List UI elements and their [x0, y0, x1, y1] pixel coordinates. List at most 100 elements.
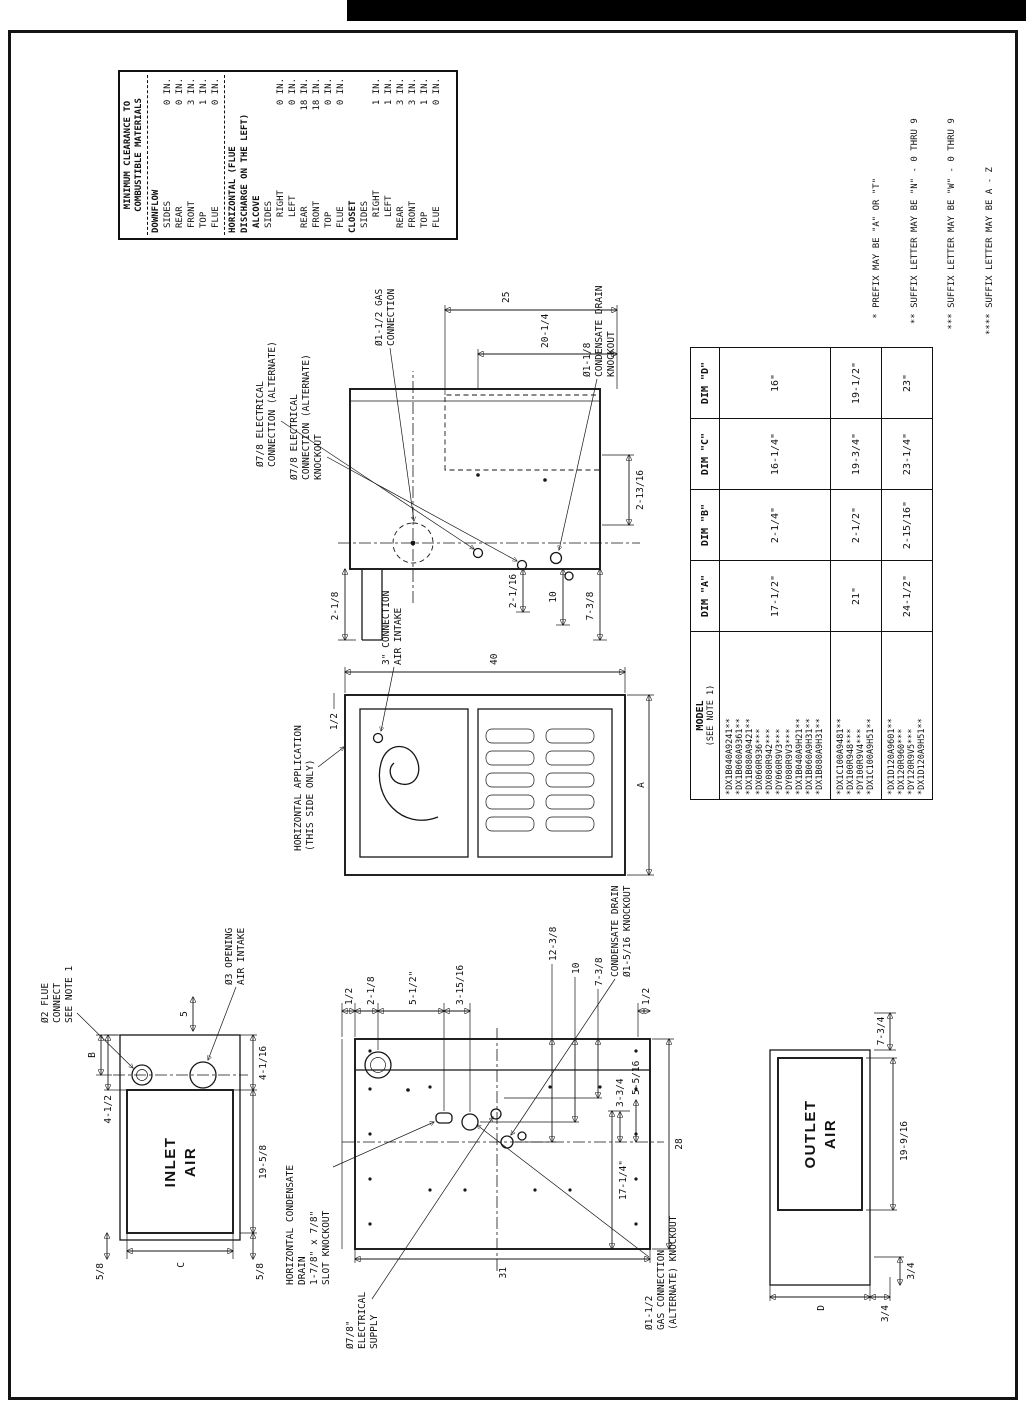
- inlet-air-label: AIR: [182, 1147, 199, 1177]
- dim-7-3-8-label: 7-3/8: [594, 957, 605, 986]
- dim-17-1-4-label: 17-1/4": [618, 1160, 629, 1200]
- dim-5-5-16: 5-5/16: [631, 1060, 642, 1142]
- screw-dot: [543, 478, 547, 482]
- dim-a-label: A: [636, 782, 647, 788]
- dim-5-1-2: 5-1/2": [378, 971, 444, 1111]
- callout-line: CONDENSATE DRAIN: [610, 885, 621, 977]
- dim-d-label: D: [816, 1305, 827, 1311]
- dim-19-9-16-label: 19-9/16: [899, 1121, 910, 1161]
- dim-17-1-4: 17-1/4": [608, 1111, 630, 1249]
- dim-c-label: C: [176, 1262, 187, 1268]
- dim-half: 1/2: [329, 693, 340, 730]
- dim-5-5-16-label: 5-5/16: [631, 1060, 642, 1095]
- callout-line: DRAIN: [297, 1256, 308, 1285]
- callout-line: Ø7/8": [345, 1320, 356, 1349]
- dim-3-15-16-label: 3-15/16: [455, 965, 466, 1005]
- callout-line: CONDENSATE DRAIN: [594, 285, 605, 377]
- dim-b-label: B: [87, 1052, 98, 1058]
- dim-19-5-8-label: 19-5/8: [258, 1145, 269, 1180]
- callout-line: KNOCKOUT: [606, 331, 617, 377]
- dim-a: A: [627, 695, 654, 875]
- inlet-air-label: INLET: [162, 1137, 179, 1188]
- dim-3-4-left: 3/4: [870, 1277, 891, 1322]
- dim-28-label: 28: [674, 1138, 685, 1150]
- dim-5: 5: [179, 997, 193, 1031]
- top-view-drawing: 25 20-1/4 2-1/8 2-1/16 10: [255, 285, 646, 641]
- dim-half-label: 1/2: [329, 713, 340, 730]
- centerlines: [338, 371, 640, 603]
- header-bar: [347, 0, 1026, 21]
- dim-7-3-8: 7-3/8: [504, 957, 605, 1098]
- dim-half-label: 1/2: [344, 988, 355, 1005]
- dim-10-label: 10: [548, 591, 559, 603]
- callout-line: GAS CONNECTION: [656, 1250, 667, 1330]
- dim-4-1-16: 4-1/16: [240, 1035, 269, 1090]
- drawing-border: [8, 30, 1018, 1400]
- dim-25: 25: [445, 292, 617, 395]
- dim-20-1-4-label: 20-1/4: [540, 313, 551, 348]
- dim-2-1-16-label: 2-1/16: [508, 574, 519, 609]
- dim-40-label: 40: [489, 653, 500, 665]
- callout-line: Ø1-5/16 KNOCKOUT: [622, 885, 633, 977]
- condensate-knockout-1: [549, 551, 563, 565]
- callout-air-intake-connection: 3" CONNECTION AIR INTAKE: [381, 590, 404, 731]
- side-view-drawing: 1/2 2-1/8 5-1/2" 3-15/16 12-3/8: [285, 885, 685, 1349]
- callout-line: SEE NOTE 1: [64, 966, 75, 1023]
- dim-5-8-label: 5/8: [95, 1263, 106, 1280]
- gas-connection-knockout: [392, 522, 434, 564]
- dim-28: 28: [652, 1039, 685, 1249]
- air-intake-hole: [372, 732, 384, 744]
- inlet-outline: [119, 1034, 241, 1241]
- callout-line: Ø2 FLUE: [40, 983, 51, 1023]
- dim-half-bottom: 1/2: [638, 988, 652, 1037]
- callout-line: Ø1-1/8: [582, 342, 593, 377]
- dim-2-1-8-label: 2-1/8: [366, 976, 377, 1005]
- dim-5-8-top: 5/8: [95, 1233, 107, 1280]
- dim-2-1-16: 2-1/16: [508, 569, 530, 612]
- dim-4-1-2-label: 4-1/2: [103, 1095, 114, 1124]
- condensate-slot-knockout: [435, 1112, 453, 1124]
- dim-2-1-8: 2-1/8: [330, 569, 356, 640]
- callout-flue-connect: Ø2 FLUE CONNECT SEE NOTE 1: [40, 966, 133, 1068]
- dim-7-3-4: 7-3/4: [874, 1013, 896, 1050]
- callout-line: 3" CONNECTION: [381, 590, 392, 665]
- dim-10: 10: [480, 962, 582, 1122]
- dim-c: C: [127, 1233, 233, 1268]
- air-intake-opening: [189, 1061, 217, 1089]
- flue-stub: [364, 1051, 392, 1079]
- callout-gas-knockout: Ø1-1/2 GAS CONNECTION (ALTERNATE) KNOCKO…: [477, 1125, 679, 1330]
- dim-7-3-4-label: 7-3/4: [876, 1016, 887, 1045]
- dim-12-3-8-label: 12-3/8: [548, 926, 559, 961]
- electrical-knockout-1: [472, 547, 484, 559]
- callout-air-intake: Ø3 OPENING AIR INTAKE: [208, 928, 247, 1060]
- dim-10-label: 10: [571, 962, 582, 974]
- dim-5-8-label: 5/8: [255, 1263, 266, 1280]
- outlet-air-label: OUTLET: [802, 1100, 819, 1169]
- door-emblem: [378, 745, 439, 821]
- callout-line: Ø3 OPENING: [224, 928, 235, 985]
- callout-line: Ø7/8 ELECTRICAL: [255, 381, 266, 467]
- callout-line: KNOCKOUT: [313, 434, 324, 480]
- dim-4-1-2: 4-1/2: [103, 1035, 120, 1124]
- dim-half-label: 1/2: [641, 988, 652, 1005]
- condensate-knockout-2: [517, 1131, 527, 1141]
- callout-gas-connection: Ø1-1/2 GAS CONNECTION: [374, 289, 414, 521]
- callout-line: Ø7/8 ELECTRICAL: [289, 394, 300, 480]
- inlet-view-drawing: INLET AIR Ø2 FLUE CONNECT SEE NOTE 1 B Ø…: [40, 928, 269, 1281]
- dim-2-13-16: 2-13/16: [602, 455, 646, 525]
- callout-line: HORIZONTAL APPLICATION: [293, 725, 304, 851]
- screw-dot: [476, 473, 480, 477]
- callout-line: Ø1-1/2: [644, 1296, 655, 1330]
- dim-5-1-2-label: 5-1/2": [408, 971, 419, 1005]
- callout-line: CONNECT: [52, 983, 63, 1023]
- dim-3-4-label: 3/4: [906, 1262, 917, 1279]
- dim-4-1-16-label: 4-1/16: [258, 1046, 269, 1081]
- outlet-view-drawing: OUTLET AIR D 3/4 3/4 19: [769, 984, 917, 1322]
- dim-40: 40: [345, 653, 625, 693]
- callout-line: AIR INTAKE: [393, 608, 404, 665]
- dim-2-13-16-label: 2-13/16: [635, 470, 646, 510]
- callout-line: (ALTERNATE) KNOCKOUT: [668, 1215, 679, 1330]
- callout-horizontal-condensate: HORIZONTAL CONDENSATE DRAIN 1-7/8" x 7/8…: [285, 1122, 434, 1285]
- dim-5-8-bottom: 5/8: [253, 1233, 266, 1280]
